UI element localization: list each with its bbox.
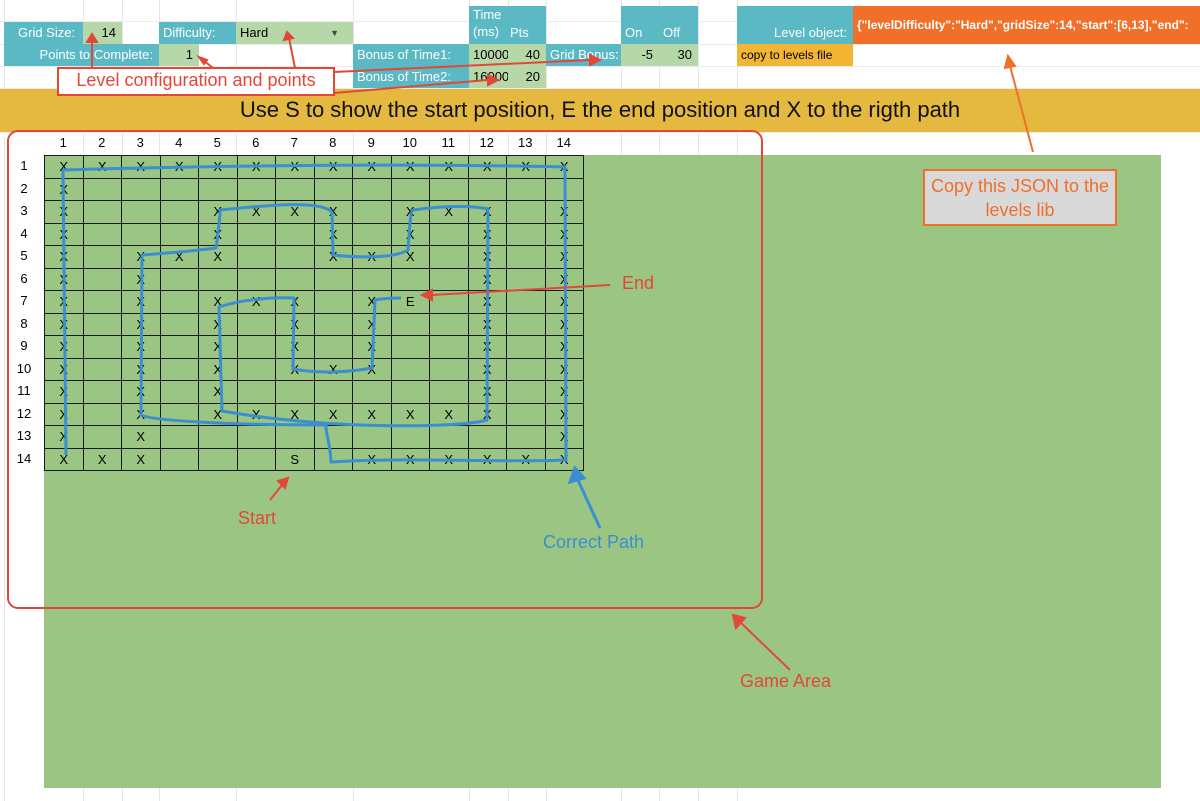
bonus1-label: Bonus of Time1: <box>353 44 469 66</box>
grid-column-header: 7 <box>290 135 298 150</box>
grid-column-header: 12 <box>479 135 494 150</box>
difficulty-value: Hard <box>240 25 269 40</box>
difficulty-label: Difficulty: <box>159 22 236 44</box>
grid-row-header: 5 <box>20 248 28 263</box>
grid-row-header: 10 <box>16 360 32 376</box>
start-annotation: Start <box>238 508 277 528</box>
instruction-banner: Use S to show the start position, E the … <box>0 89 1200 132</box>
grid-bonus-on-input[interactable]: -5 <box>621 44 659 66</box>
end-annotation: End <box>622 273 655 293</box>
grid-row-header: 7 <box>20 293 28 308</box>
on-header: On <box>621 22 659 44</box>
grid-row-header: 4 <box>20 225 28 241</box>
grid-column-header: 13 <box>518 135 533 150</box>
grid-column-header: 6 <box>252 135 260 150</box>
grid-row-header: 1 <box>20 158 28 173</box>
grid-column-header: 11 <box>441 135 456 150</box>
banner-text: Use S to show the start position, E the … <box>239 97 961 122</box>
grid-column-header: 1 <box>59 135 67 150</box>
bonus2-pts-input[interactable]: 20 <box>508 66 546 88</box>
off-header: Off <box>659 22 698 44</box>
grid-column-header: 4 <box>175 135 183 150</box>
copy-json-annotation: Copy this JSON to the levels lib <box>930 176 1110 220</box>
grid-row-header: 12 <box>16 405 32 421</box>
grid-column-header: 9 <box>367 135 375 150</box>
header-fill <box>621 6 698 22</box>
grid-row-header: 11 <box>17 383 31 398</box>
correct-path-annotation: Correct Path <box>543 532 645 552</box>
game-area-annotation: Game Area <box>740 671 832 691</box>
grid-column-header: 14 <box>556 135 571 150</box>
level-object-label: Level object: <box>737 22 853 44</box>
pts-header: Pts <box>508 22 546 44</box>
grid-row-header: 9 <box>20 338 28 353</box>
points-input[interactable]: 1 <box>159 44 199 66</box>
grid-column-header: 2 <box>98 135 106 150</box>
chevron-down-icon[interactable]: ▼ <box>330 28 339 38</box>
bonus1-pts-input[interactable]: 40 <box>508 44 546 66</box>
time-header-line1: Time <box>473 7 502 22</box>
grid-row-header: 3 <box>20 203 28 218</box>
grid-column-header: 3 <box>136 135 144 150</box>
level-object-json[interactable]: {"levelDifficulty":"Hard","gridSize":14,… <box>853 6 1200 44</box>
grid-column-header: 5 <box>213 135 221 150</box>
level-config-annotation: Level configuration and points <box>76 70 316 90</box>
time-header-line2: (ms) <box>473 24 499 39</box>
grid-row-header: 13 <box>16 428 32 443</box>
grid-column-header: 10 <box>402 135 417 150</box>
difficulty-select[interactable]: Hard ▼ <box>236 22 353 44</box>
grid-row-header: 2 <box>20 180 28 196</box>
grid-bonus-off-input[interactable]: 30 <box>659 44 698 66</box>
bonus2-label: Bonus of Time2: <box>353 66 469 88</box>
points-label: Points to Complete: <box>4 44 159 66</box>
grid-column-header: 8 <box>329 135 337 150</box>
game-area <box>44 155 1161 788</box>
bonus1-time-input[interactable]: 10000 <box>469 44 508 66</box>
grid-row-header: 14 <box>16 450 32 466</box>
header-fill <box>737 6 853 22</box>
grid-row-header: 8 <box>20 315 28 331</box>
header-fill <box>508 6 546 22</box>
copy-to-levels-button[interactable]: copy to levels file <box>737 44 853 66</box>
time-header: Time (ms) <box>469 6 508 44</box>
grid-size-label: Grid Size: <box>4 22 83 44</box>
grid-row-header: 6 <box>20 270 28 286</box>
